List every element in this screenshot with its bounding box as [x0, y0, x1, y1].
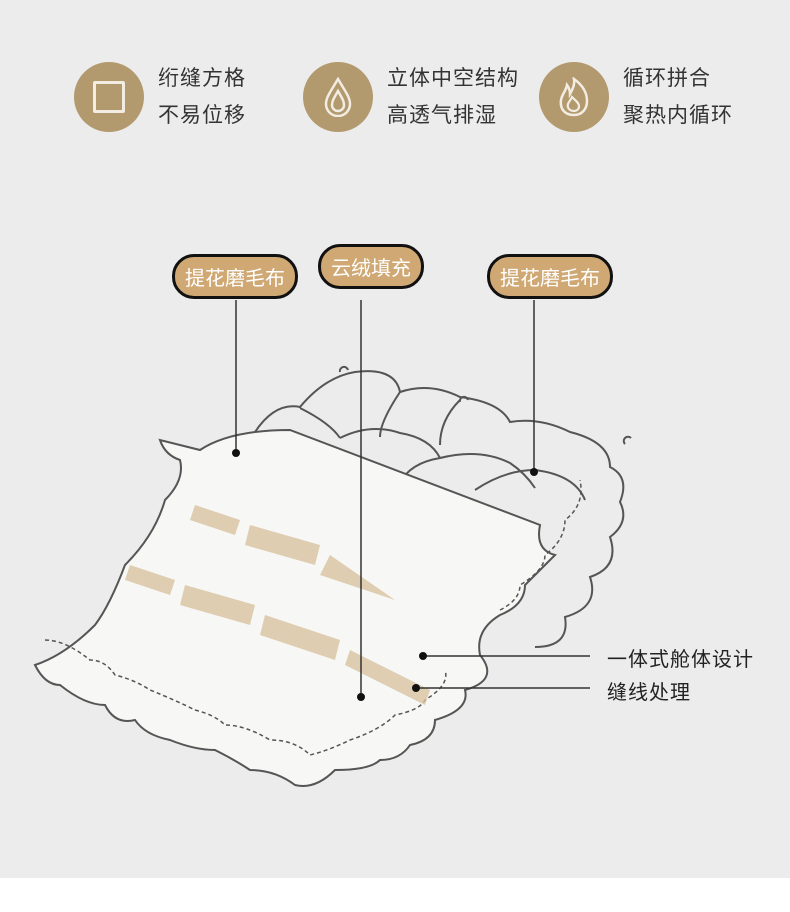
- marker-dot: [357, 693, 365, 701]
- feature-line2: 不易位移: [158, 103, 246, 127]
- marker-dot: [412, 684, 420, 692]
- quilt-diagram: [33, 300, 632, 787]
- water-drop-icon: [303, 62, 373, 132]
- feature-grid-stitch: 绗缝方格不易位移: [74, 60, 246, 134]
- label-cabin-design: 一体式舱体设计: [607, 647, 754, 671]
- square-grid-icon: [74, 62, 144, 132]
- feature-line1: 立体中空结构: [387, 66, 519, 90]
- feature-heat-circulation: 循环拼合聚热内循环: [539, 60, 733, 134]
- flame-icon: [539, 62, 609, 132]
- callout-fabric-left: 提花磨毛布: [172, 254, 298, 299]
- marker-dot: [419, 652, 427, 660]
- callout-filling: 云绒填充: [318, 244, 424, 289]
- feature-line1: 循环拼合: [623, 66, 711, 90]
- callout-fabric-right: 提花磨毛布: [487, 254, 613, 299]
- marker-dot: [530, 468, 538, 476]
- feature-line2: 聚热内循环: [623, 103, 733, 127]
- feature-line2: 高透气排湿: [387, 103, 497, 127]
- feature-line1: 绗缝方格: [158, 66, 246, 90]
- marker-dot: [232, 449, 240, 457]
- feature-hollow-structure: 立体中空结构高透气排湿: [303, 60, 519, 134]
- label-stitching: 缝线处理: [607, 680, 691, 704]
